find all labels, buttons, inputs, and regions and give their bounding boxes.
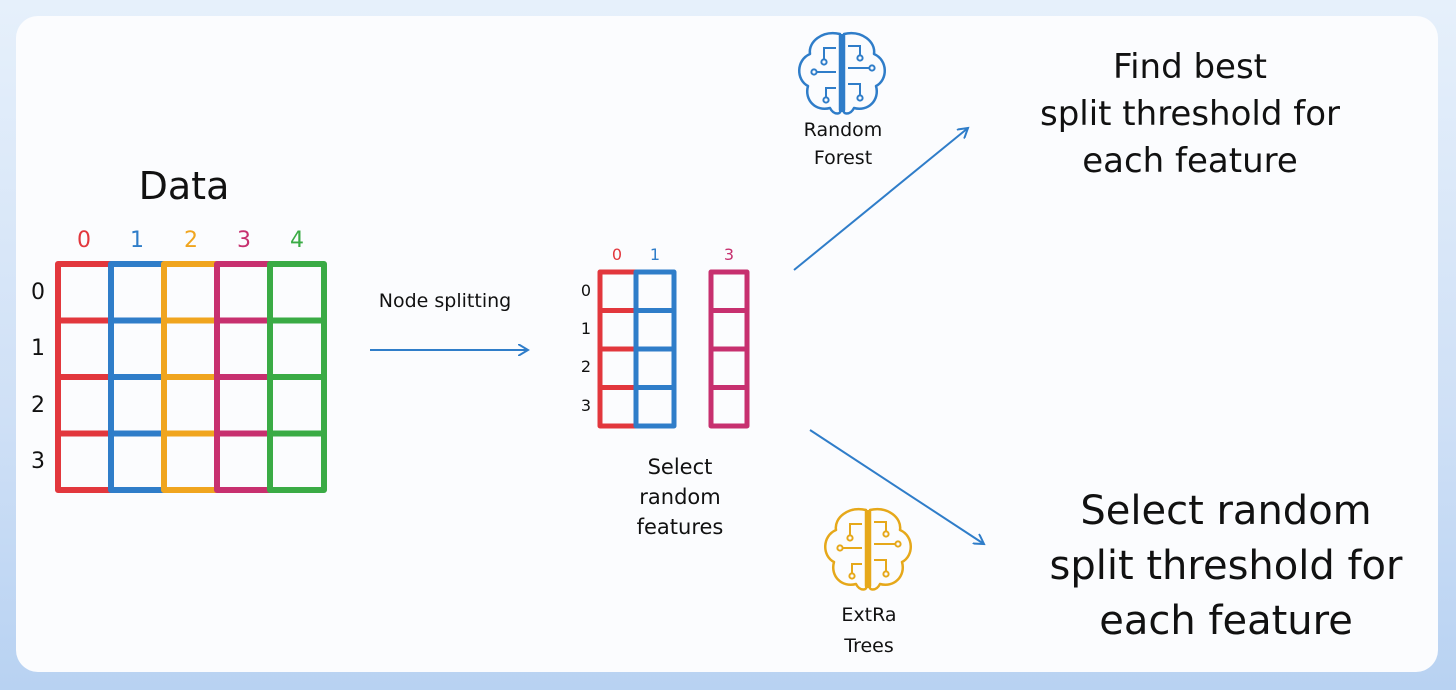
grid-cell bbox=[633, 269, 677, 313]
random-forest-label-line: Random bbox=[804, 119, 883, 141]
data-col-label: 2 bbox=[184, 228, 198, 253]
subset-caption-line: features bbox=[637, 515, 724, 539]
grid-cell bbox=[55, 261, 114, 324]
random-forest-result-line: Find best bbox=[1113, 47, 1267, 87]
grid-cell bbox=[214, 261, 273, 324]
random-forest-arrow bbox=[793, 128, 968, 271]
grid-cell bbox=[267, 430, 327, 493]
random-forest-result-line: each feature bbox=[1082, 141, 1298, 181]
grid-cell bbox=[597, 269, 639, 313]
data-row-label: 3 bbox=[31, 449, 45, 474]
diagram-canvas: Data 0 1 2 3 4 0 1 2 3 Node splitting 0 … bbox=[31, 31, 1404, 657]
random-forest-label-line: Forest bbox=[814, 147, 872, 169]
extra-trees-arrow bbox=[809, 429, 984, 544]
node-splitting-label: Node splitting bbox=[379, 290, 511, 312]
extra-trees-result-line: each feature bbox=[1099, 598, 1353, 644]
extra-trees-label: ExtRa Trees bbox=[841, 604, 896, 657]
grid-cell bbox=[597, 346, 639, 390]
grid-cell bbox=[214, 374, 273, 437]
grid-cell bbox=[55, 317, 114, 380]
grid-cell bbox=[597, 385, 639, 429]
grid-cell bbox=[161, 317, 220, 380]
subset-col-labels: 0 1 3 bbox=[612, 245, 734, 264]
grid-cell bbox=[633, 385, 677, 429]
subset-col-label: 3 bbox=[724, 245, 734, 264]
data-row-label: 2 bbox=[31, 393, 45, 418]
grid-cell bbox=[108, 261, 167, 324]
data-col-label: 3 bbox=[237, 228, 251, 253]
subset-grid bbox=[597, 269, 750, 429]
grid-cell bbox=[108, 430, 167, 493]
subset-col-label: 1 bbox=[650, 245, 660, 264]
data-col-label: 1 bbox=[130, 228, 144, 253]
grid-cell bbox=[267, 261, 327, 324]
grid-cell bbox=[708, 385, 750, 429]
subset-caption: Select random features bbox=[637, 455, 724, 539]
subset-row-label: 0 bbox=[581, 281, 591, 300]
subset-row-label: 2 bbox=[581, 357, 591, 376]
grid-cell bbox=[267, 374, 327, 437]
brain-circuit-icon bbox=[798, 31, 886, 115]
data-col-label: 4 bbox=[290, 228, 304, 253]
grid-cell bbox=[108, 374, 167, 437]
grid-cell bbox=[161, 430, 220, 493]
grid-cell bbox=[55, 430, 114, 493]
random-forest-label: Random Forest bbox=[804, 119, 883, 169]
grid-cell bbox=[633, 308, 677, 352]
grid-cell bbox=[55, 374, 114, 437]
extra-trees-label-line: Trees bbox=[843, 635, 894, 657]
extra-trees-result: Select random split threshold for each f… bbox=[1050, 488, 1404, 644]
extra-trees-result-line: Select random bbox=[1080, 488, 1371, 534]
grid-cell bbox=[708, 346, 750, 390]
subset-row-labels: 0 1 2 3 bbox=[581, 281, 591, 415]
grid-cell bbox=[214, 430, 273, 493]
grid-cell bbox=[214, 317, 273, 380]
diagram-card: Data 0 1 2 3 4 0 1 2 3 Node splitting 0 … bbox=[16, 16, 1438, 672]
grid-cell bbox=[597, 308, 639, 352]
grid-cell bbox=[633, 346, 677, 390]
subset-caption-line: random bbox=[639, 485, 720, 509]
subset-row-label: 3 bbox=[581, 396, 591, 415]
grid-cell bbox=[267, 317, 327, 380]
subset-caption-line: Select bbox=[648, 455, 713, 479]
data-row-label: 0 bbox=[31, 280, 45, 305]
brain-circuit-icon bbox=[824, 507, 912, 591]
grid-cell bbox=[708, 308, 750, 352]
grid-cell bbox=[161, 374, 220, 437]
grid-cell bbox=[161, 261, 220, 324]
subset-row-label: 1 bbox=[581, 319, 591, 338]
grid-cell bbox=[108, 317, 167, 380]
data-row-labels: 0 1 2 3 bbox=[31, 280, 45, 474]
data-col-labels: 0 1 2 3 4 bbox=[77, 228, 304, 253]
random-forest-result-line: split threshold for bbox=[1040, 94, 1340, 134]
data-row-label: 1 bbox=[31, 336, 45, 361]
subset-col-label: 0 bbox=[612, 245, 622, 264]
data-title: Data bbox=[139, 164, 230, 208]
data-col-label: 0 bbox=[77, 228, 91, 253]
grid-cell bbox=[708, 269, 750, 313]
data-grid bbox=[55, 261, 327, 493]
extra-trees-label-line: ExtRa bbox=[841, 604, 896, 626]
random-forest-result: Find best split threshold for each featu… bbox=[1040, 47, 1340, 181]
extra-trees-result-line: split threshold for bbox=[1050, 543, 1404, 589]
